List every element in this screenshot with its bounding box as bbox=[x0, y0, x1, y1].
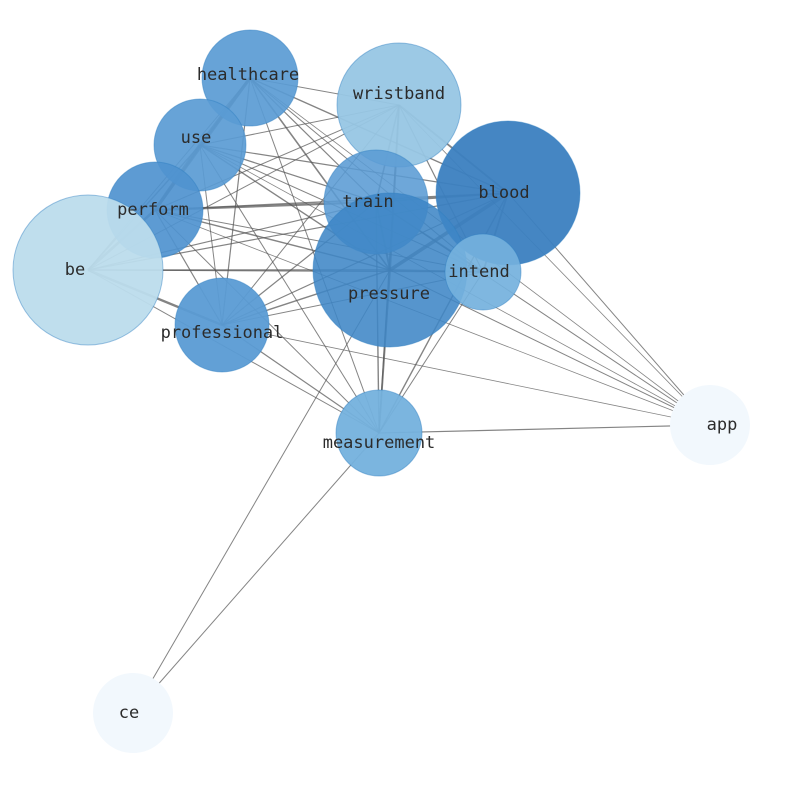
graph-node-intend[interactable] bbox=[444, 233, 522, 311]
graph-edge bbox=[132, 432, 380, 714]
graph-node-professional[interactable] bbox=[174, 277, 270, 373]
graph-edge bbox=[132, 269, 391, 714]
graph-node-healthcare[interactable] bbox=[201, 29, 299, 127]
graph-node-wristband[interactable] bbox=[336, 42, 462, 168]
graph-edge bbox=[378, 424, 711, 434]
graph-edge bbox=[221, 324, 711, 426]
node-layer bbox=[12, 29, 750, 753]
graph-node-be[interactable] bbox=[12, 194, 164, 346]
graph-edge bbox=[199, 144, 380, 434]
graph-node-measurement[interactable] bbox=[335, 389, 423, 477]
graph-node-app[interactable] bbox=[670, 385, 750, 465]
graph-node-ce[interactable] bbox=[93, 673, 173, 753]
graph-node-pressure[interactable] bbox=[312, 192, 468, 348]
